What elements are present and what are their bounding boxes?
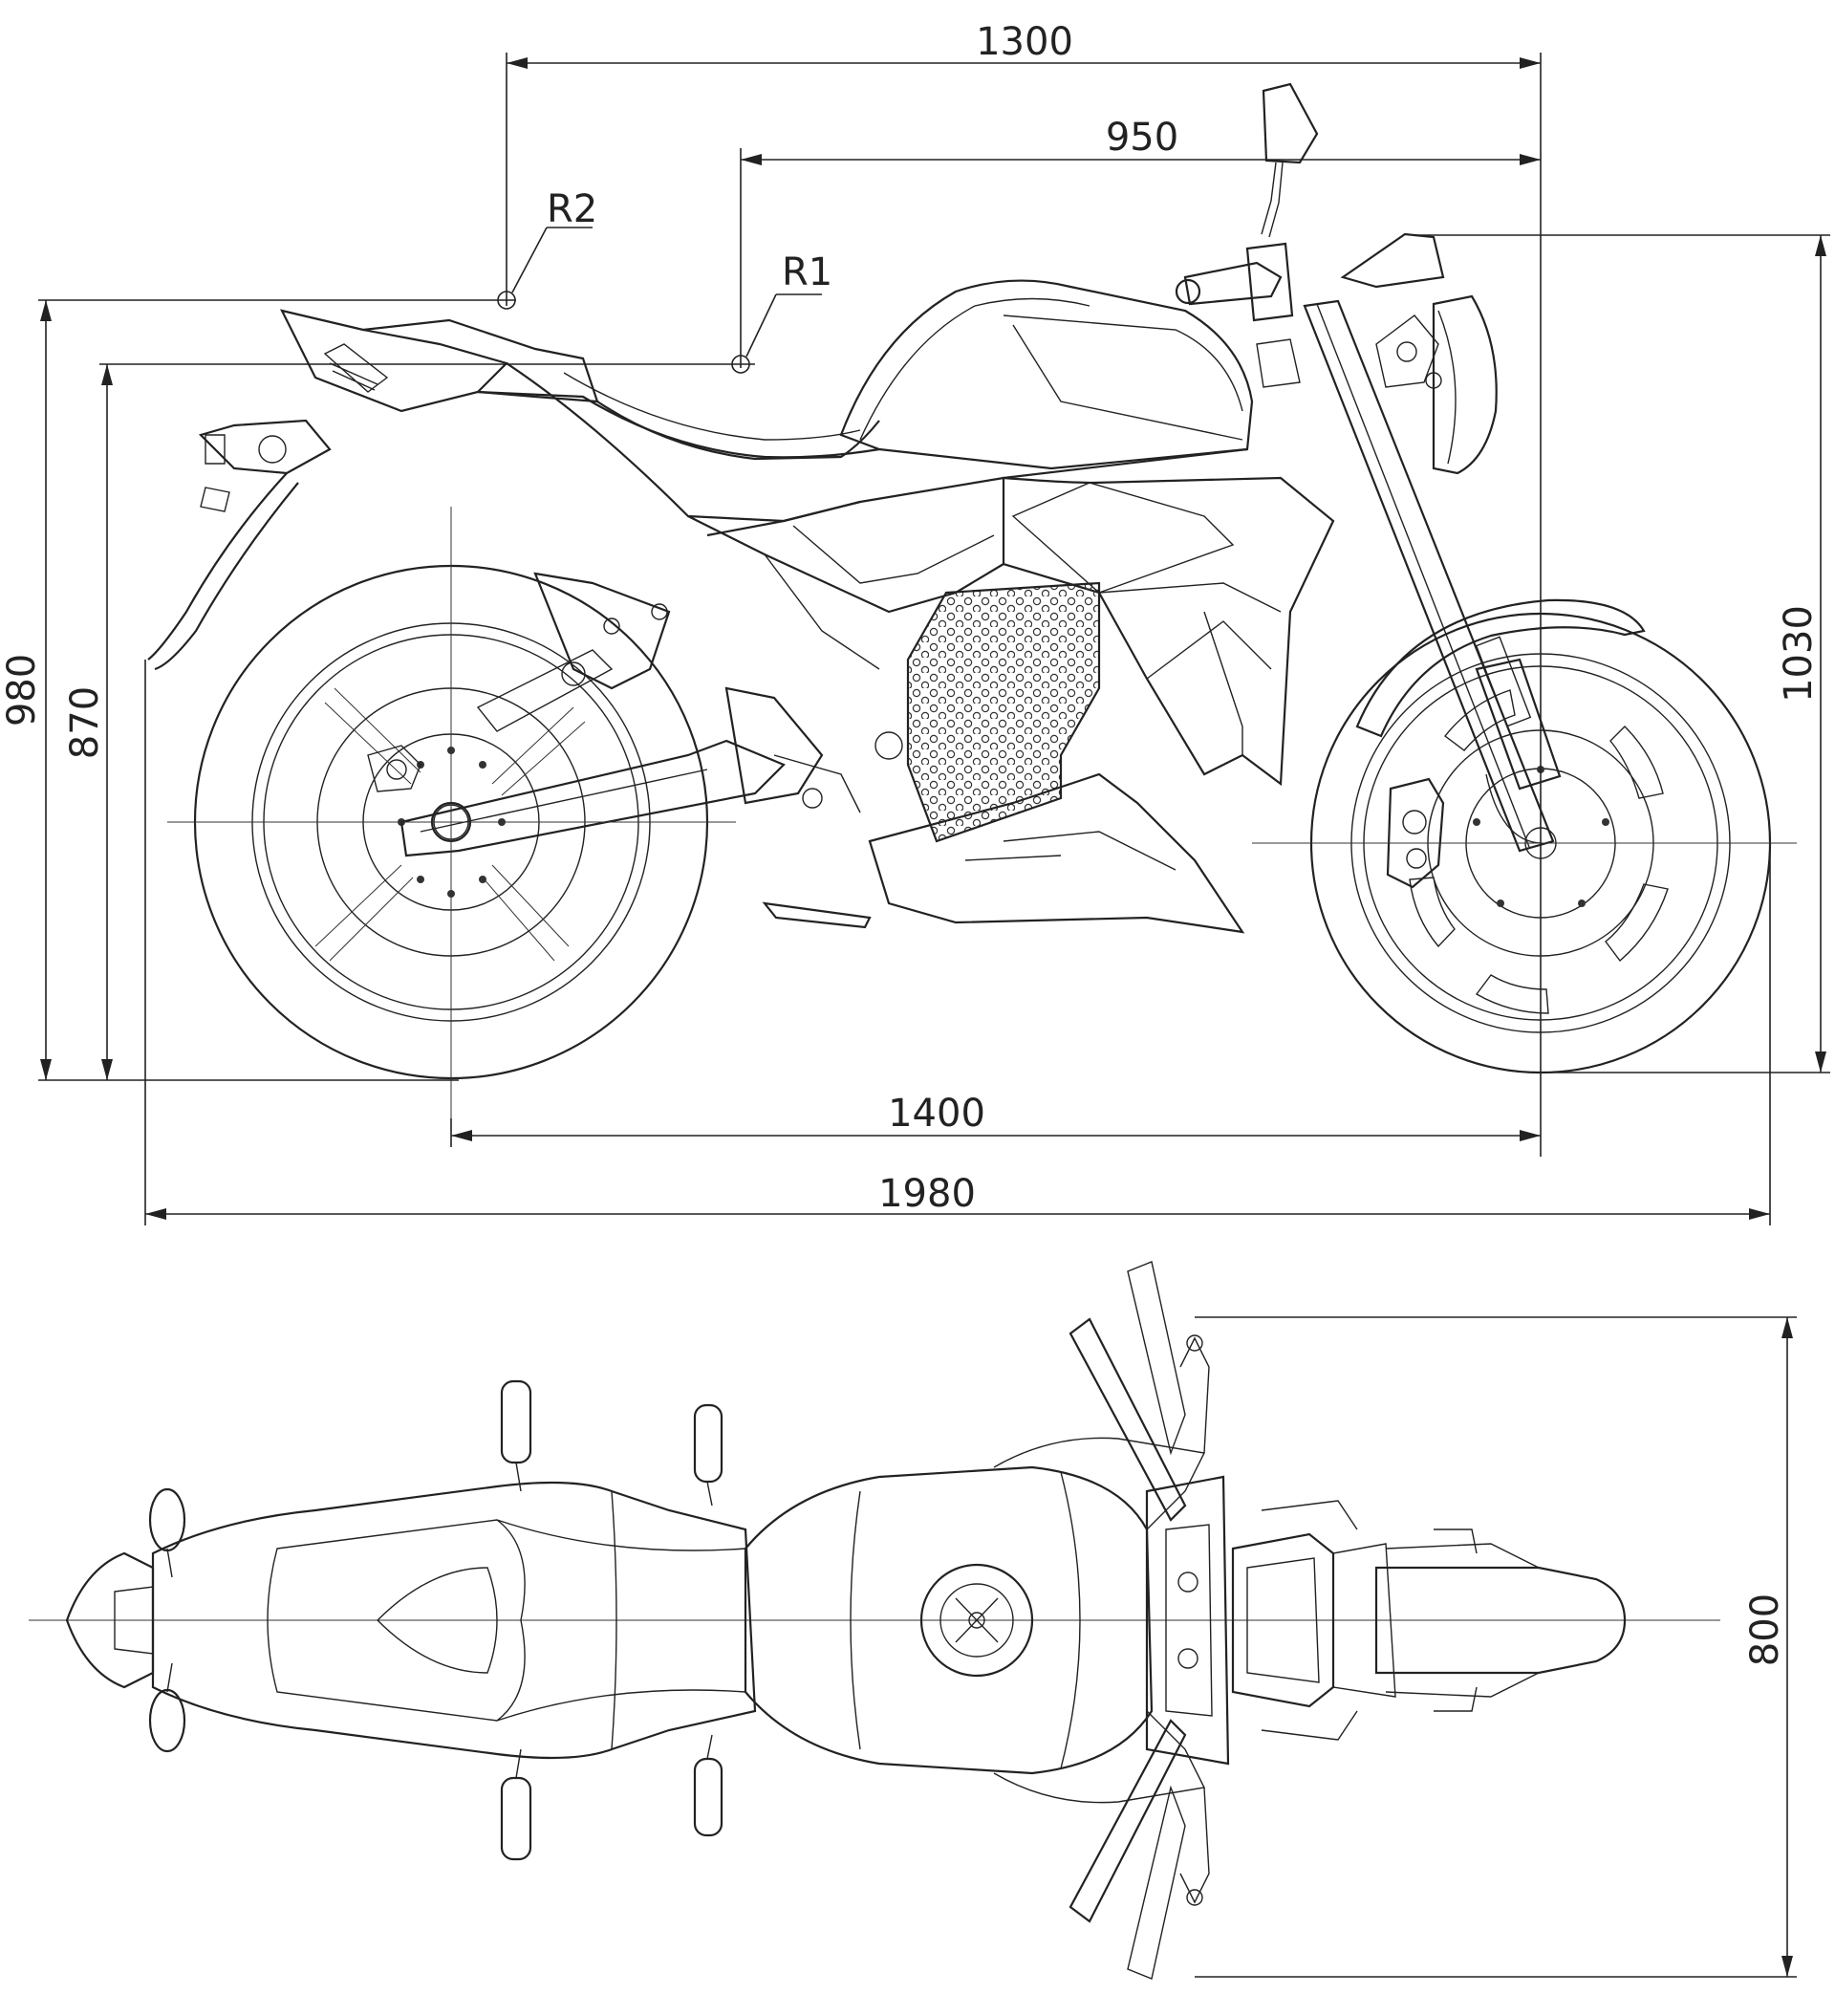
top-tank (744, 1465, 1154, 1775)
rear-footpegs (500, 1379, 532, 1861)
rear-turn-signals (148, 1487, 186, 1753)
side-view: 1300 950 R2 R1 (0, 20, 1830, 1225)
fuel-tank (839, 279, 1254, 470)
top-front-wheel (1374, 1528, 1627, 1712)
top-seat (151, 1481, 757, 1760)
top-instrument (1231, 1500, 1396, 1741)
dimension-label-950: 950 (1106, 116, 1178, 160)
dimension-label-1980: 1980 (878, 1172, 976, 1216)
rider-footpegs (693, 1403, 723, 1837)
mirror-and-handlebar (1175, 82, 1319, 388)
reference-label-r1: R1 (782, 250, 832, 294)
dimension-870: 870 (63, 363, 755, 1080)
top-handlebar (1069, 1261, 1230, 1980)
dimension-label-980: 980 (0, 654, 44, 726)
dimension-980: 980 (0, 299, 516, 1081)
dimension-950: 950 (740, 116, 1541, 368)
seat (362, 318, 880, 461)
dimension-800: 800 (1195, 1316, 1797, 1978)
dimension-1030: 1030 (1413, 234, 1830, 1073)
dimension-label-1030: 1030 (1777, 605, 1821, 703)
headlight (1340, 232, 1498, 475)
reference-r2: R2 (497, 187, 597, 310)
dimension-label-1300: 1300 (976, 20, 1073, 64)
dimension-1980: 1980 (144, 660, 1771, 1225)
dimension-1400: 1400 (450, 1092, 1541, 1147)
reference-label-r2: R2 (547, 187, 597, 231)
dimension-1300: 1300 (506, 20, 1542, 1157)
dimension-label-870: 870 (63, 686, 107, 759)
dimension-label-800: 800 (1743, 1593, 1787, 1666)
dimension-label-1400: 1400 (888, 1092, 985, 1136)
top-view: 800 (29, 1261, 1797, 1980)
body-panels (399, 362, 1335, 934)
tail-section (147, 309, 509, 671)
front-fork (1303, 299, 1562, 853)
reference-r1: R1 (731, 250, 832, 374)
